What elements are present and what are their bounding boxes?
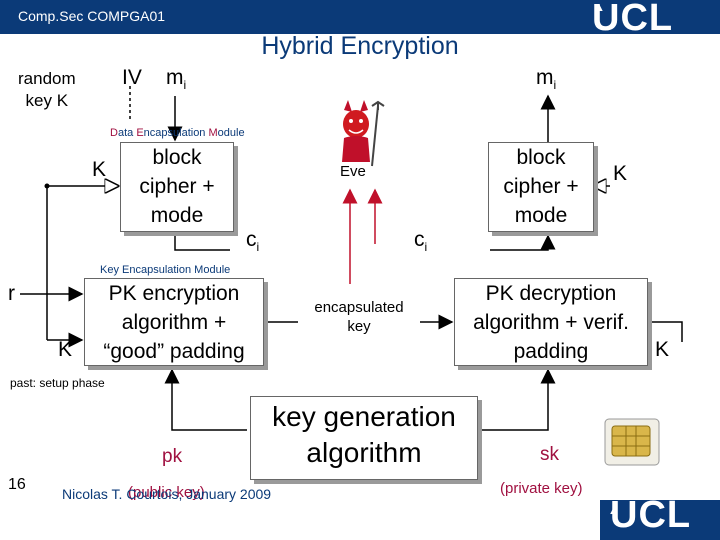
pk-label: pk xyxy=(162,446,182,468)
private-key-label: (private key) xyxy=(500,480,583,497)
pk-decryption-box: PK decryption algorithm + verif. padding xyxy=(454,278,648,366)
plaintext-block-left: mi xyxy=(166,66,186,92)
footer-author: Nicolas T. Courtois, January 2009 xyxy=(62,486,271,502)
encapsulated-key-label: encapsulated key xyxy=(298,298,420,336)
plaintext-block-right: mi xyxy=(536,66,556,92)
pk-encryption-box: PK encryption algorithm + “good” padding xyxy=(84,278,264,366)
setup-phase-label: past: setup phase xyxy=(10,376,105,390)
ciphertext-left: ci xyxy=(246,228,259,254)
eve-label: Eve xyxy=(340,163,366,180)
sk-label: sk xyxy=(540,444,559,466)
dem-label: Data Encapsulation Module xyxy=(110,127,245,139)
key-k-label-kem-right: K xyxy=(655,338,669,362)
ciphertext-right: ci xyxy=(414,228,427,254)
key-generation-box: key generation algorithm xyxy=(250,396,478,480)
randomness-r-label: r xyxy=(8,282,15,306)
key-k-label-right: K xyxy=(613,162,627,186)
key-k-label-left: K xyxy=(92,158,106,182)
key-k-label-kem-left: K xyxy=(58,338,72,362)
page-number: 16 xyxy=(8,476,26,494)
block-cipher-encrypt-box: block cipher + mode xyxy=(120,142,234,232)
smartcard-chip-icon xyxy=(604,418,660,466)
devil-icon xyxy=(326,100,386,170)
footer-ucl-logo: UCL xyxy=(610,494,691,537)
random-key-label: random key K xyxy=(18,68,76,112)
block-cipher-decrypt-box: block cipher + mode xyxy=(488,142,594,232)
kem-label: Key Encapsulation Module xyxy=(100,264,230,276)
iv-label: IV xyxy=(122,66,142,90)
